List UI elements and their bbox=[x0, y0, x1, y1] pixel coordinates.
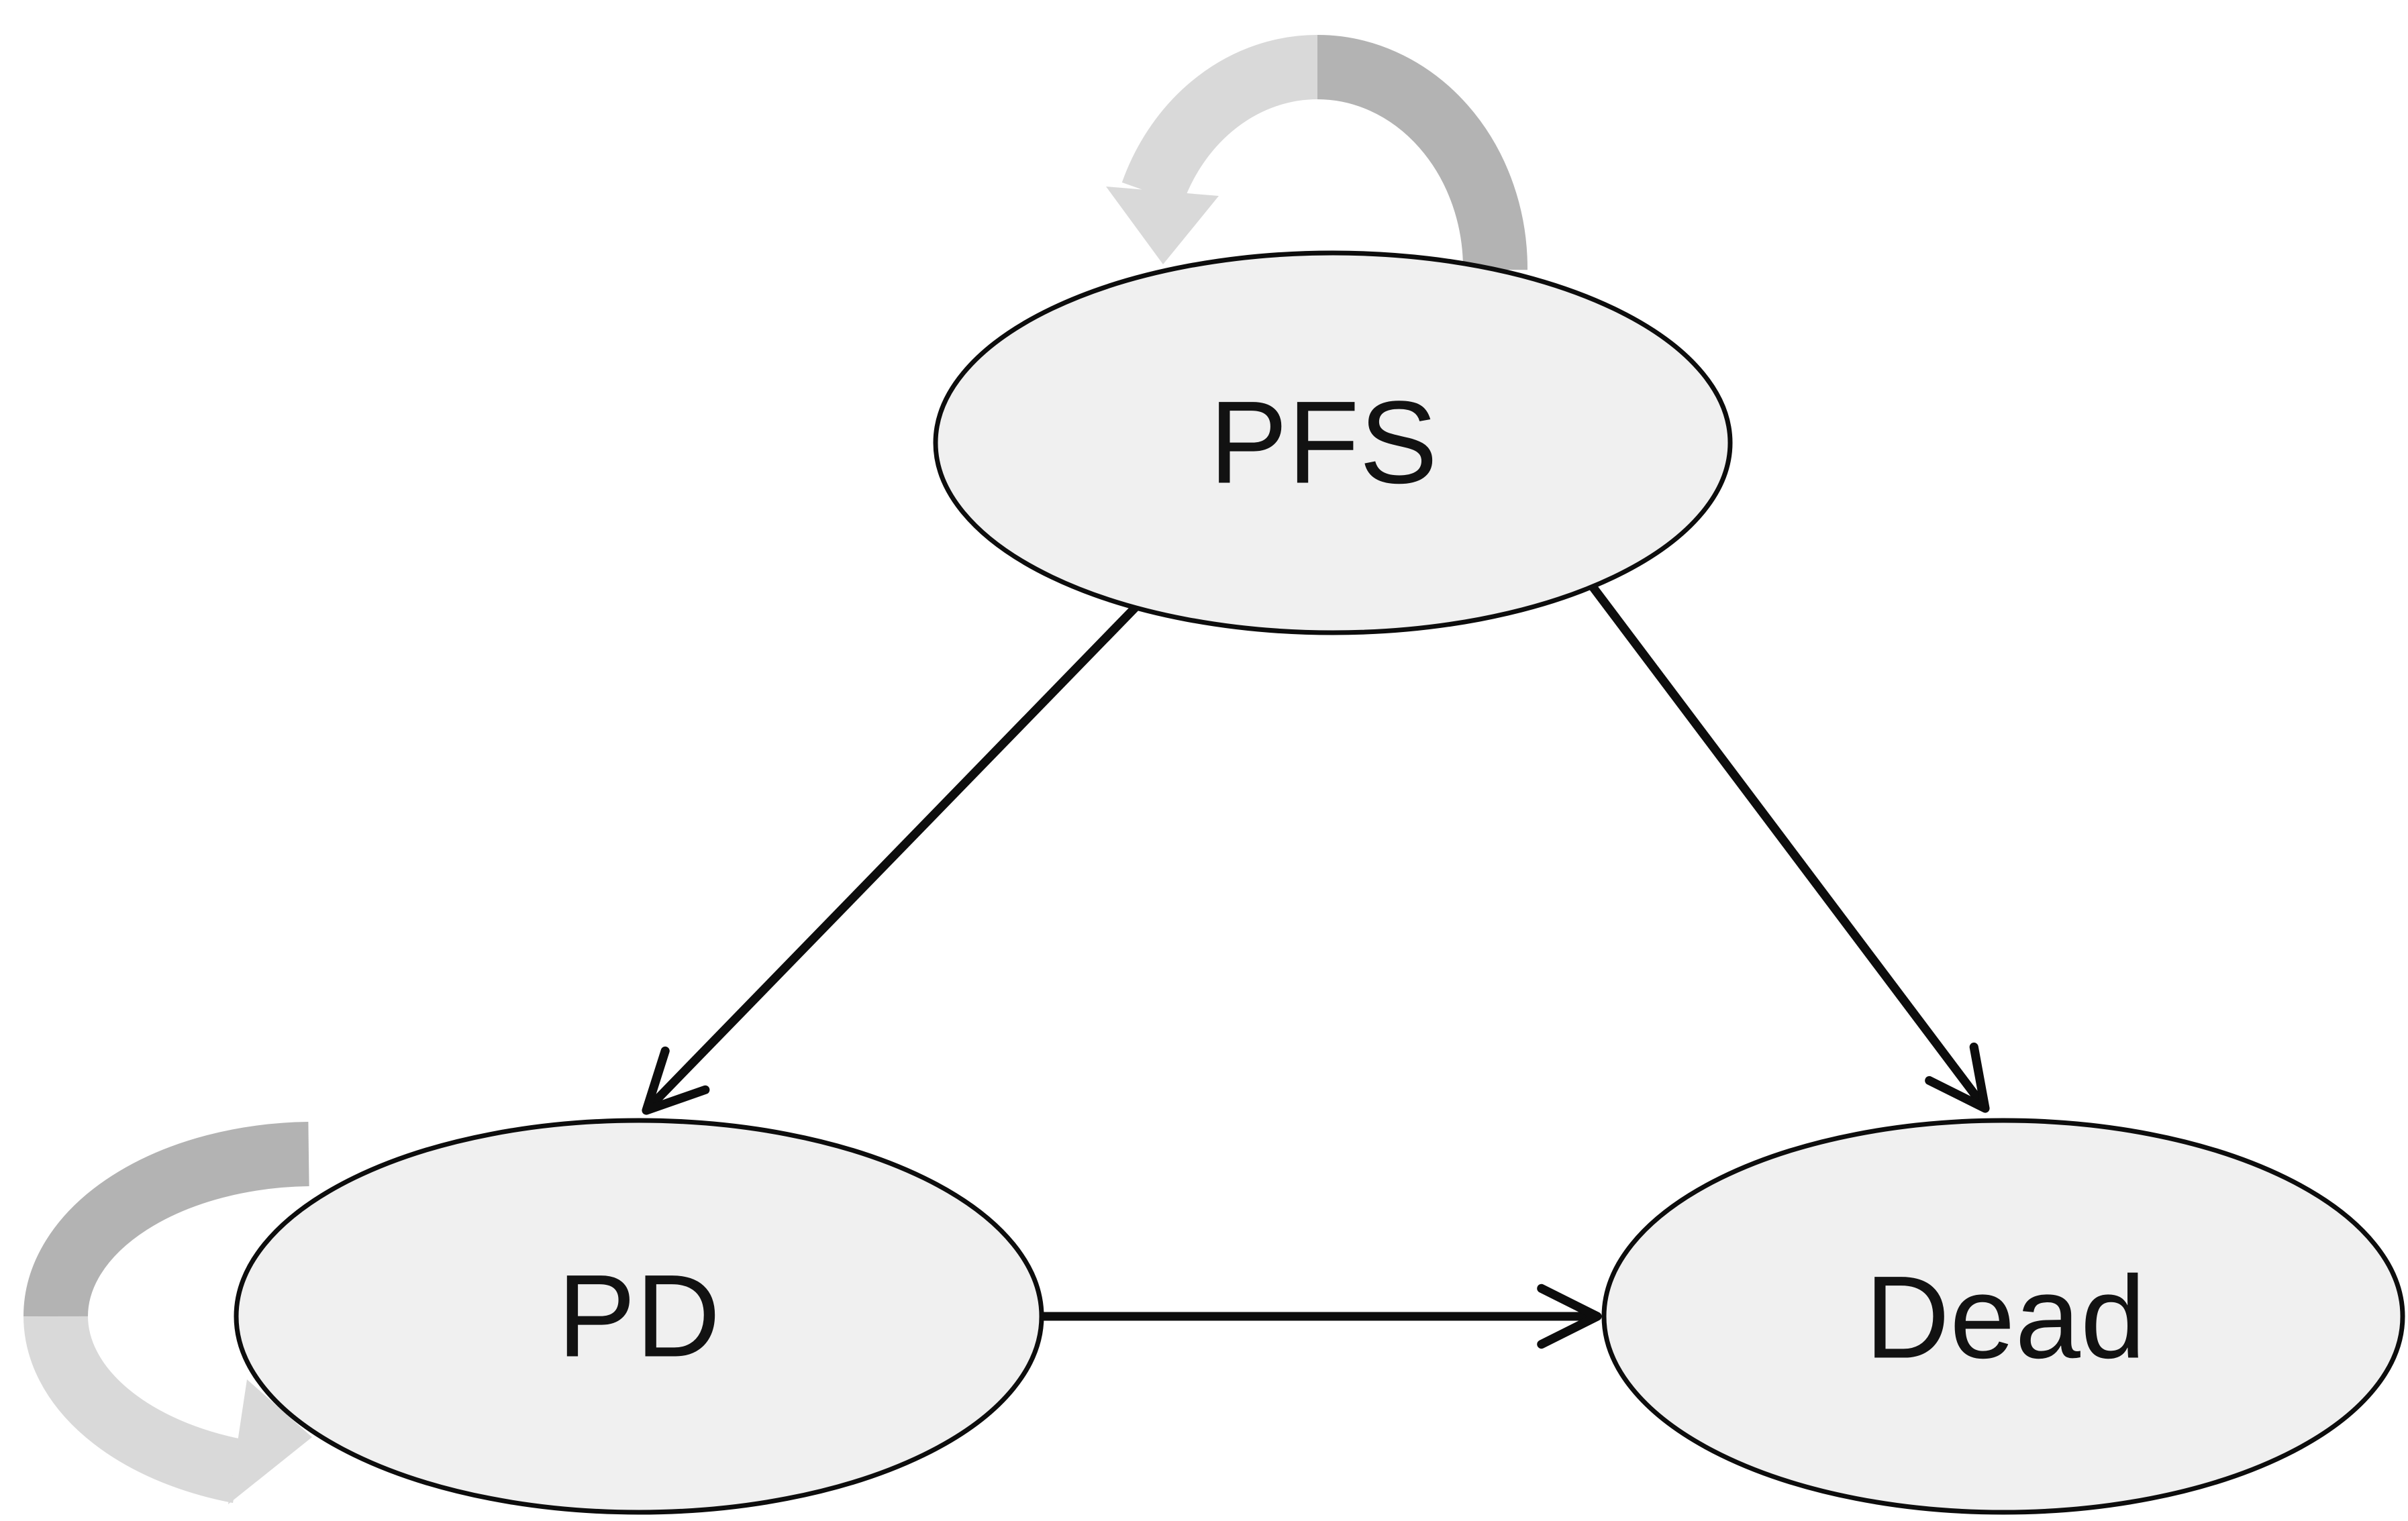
pfs-self-loop-tail bbox=[1317, 35, 1528, 270]
pd-self-loop-tail bbox=[23, 1122, 309, 1318]
edge-pfs-to-dead bbox=[1588, 583, 1990, 1113]
edge-pfs-to-pd bbox=[642, 602, 1141, 1115]
pfs-self-loop-body bbox=[1121, 34, 1318, 205]
node-pd-ellipse bbox=[234, 1118, 1044, 1515]
pd-self-loop-arrowhead-icon bbox=[228, 1379, 312, 1504]
node-pd: PD bbox=[234, 1118, 1044, 1515]
node-pfs-label: PFS bbox=[1209, 378, 1438, 509]
node-pfs-ellipse bbox=[933, 250, 1733, 635]
pfs-self-loop-arrowhead-icon bbox=[1106, 187, 1219, 264]
node-pfs: PFS bbox=[933, 250, 1733, 635]
node-pd-label: PD bbox=[557, 1251, 720, 1382]
pd-self-loop-body bbox=[23, 1315, 246, 1504]
pd-self-loop-arrow bbox=[23, 1122, 312, 1504]
node-dead-ellipse bbox=[1601, 1118, 2405, 1515]
node-dead-label: Dead bbox=[1865, 1253, 2146, 1383]
node-dead: Dead bbox=[1601, 1118, 2405, 1515]
pfs-self-loop-arrow bbox=[1106, 34, 1528, 270]
